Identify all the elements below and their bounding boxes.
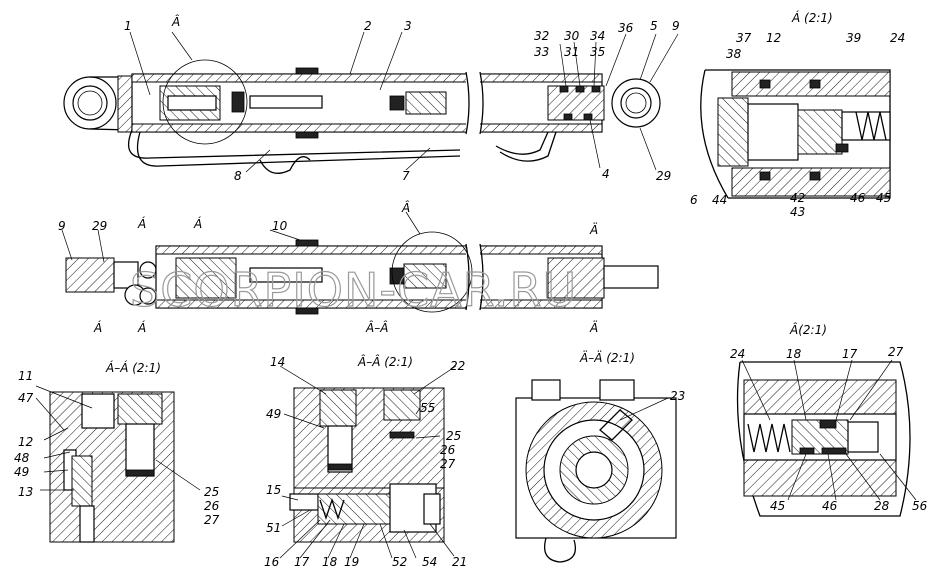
part-label: 27 (888, 345, 904, 359)
part-label: 14 (270, 355, 285, 369)
part-label: 46 (822, 499, 838, 513)
cut-mark-b-detail: Â (401, 200, 410, 215)
part-label: 15 (266, 483, 281, 497)
part-label: 28 (874, 499, 890, 513)
part-label: 21 (452, 555, 467, 569)
cut-mark-b-top: Â (171, 14, 180, 29)
part-label: 39 (846, 31, 861, 45)
part-label: 35 (590, 45, 605, 59)
part-label: 33 (534, 45, 549, 59)
detail-b-view (736, 361, 911, 517)
part-label: 51 (266, 521, 281, 535)
part-label: 12 (766, 31, 781, 45)
part-label: 32 (534, 29, 549, 43)
part-label: 3 (404, 19, 412, 33)
part-label: 54 (422, 555, 437, 569)
main-leader-lines (129, 31, 679, 173)
lower-cylinder-view (65, 231, 659, 315)
section-aa-left-leaders (35, 385, 201, 491)
part-label: 5 (650, 19, 658, 33)
lower-leader-lines (61, 211, 421, 263)
title-detail-b: Â(2:1) (789, 322, 827, 337)
section-aa-mid-view (289, 387, 445, 543)
part-label: 19 (344, 555, 359, 569)
title-section-dd: Ä–Ä (2:1) (579, 350, 635, 365)
part-label: 13 (18, 485, 33, 499)
part-label: 30 (564, 29, 580, 43)
part-label: 38 (726, 47, 742, 61)
main-cylinder-view (63, 59, 661, 174)
section-dd-leaders (619, 397, 669, 421)
part-label: 49 (266, 407, 281, 421)
part-label: 18 (322, 555, 338, 569)
title-section-aa-left: Á–Á (2:1) (105, 360, 161, 375)
part-label: 27 (440, 457, 456, 471)
part-label: 34 (590, 29, 605, 43)
part-label: 29 (92, 219, 107, 233)
cut-mark-d-bottom: Ä (589, 320, 598, 335)
part-label: 31 (564, 45, 579, 59)
part-label: 43 (790, 205, 805, 219)
part-label: 55 (420, 401, 435, 415)
part-label: 17 (294, 555, 310, 569)
part-label: 48 (14, 451, 30, 465)
part-label: 9 (672, 19, 680, 33)
part-label: 49 (14, 465, 29, 479)
detail-b-leaders (741, 359, 917, 501)
part-label: 7 (402, 169, 410, 183)
part-label: 47 (18, 391, 34, 405)
part-label: 25 (446, 429, 461, 443)
detail-a-view (700, 69, 891, 199)
section-aa-left-view (49, 391, 175, 543)
part-label: 29 (656, 169, 671, 183)
part-label: 9 (58, 219, 66, 233)
part-label: 36 (618, 21, 634, 35)
part-label: 52 (392, 555, 407, 569)
part-label: 22 (450, 359, 465, 373)
part-label: 10 (272, 219, 288, 233)
part-label: 23 (670, 389, 685, 403)
part-label: 16 (264, 555, 280, 569)
part-label: 17 (842, 347, 858, 361)
part-label: 27 (204, 513, 220, 527)
part-label: 12 (18, 435, 33, 449)
title-detail-a: Á (2:1) (791, 10, 833, 25)
section-dd-view (515, 379, 677, 563)
part-label: 4 (602, 167, 610, 181)
title-section-aa-mid: Â–Â (2:1) (357, 354, 413, 369)
part-label: 6 (690, 193, 698, 207)
part-label: 24 (890, 31, 905, 45)
view-titles: Á (2:1) Á–Á (2:1) Â–Â (2:1) Ä–Ä (2:1) Â(… (93, 10, 833, 375)
part-label: 26 (204, 499, 220, 513)
cut-mark-a-bottom: Á (137, 320, 146, 335)
part-label: 44 (712, 193, 727, 207)
part-label: 24 (730, 347, 745, 361)
part-label: 46 (850, 191, 866, 205)
part-label: 2 (364, 19, 372, 33)
part-label: 11 (18, 369, 33, 383)
part-label: 37 (736, 31, 752, 45)
cut-mark-a-top: Á (137, 216, 146, 231)
cut-mark-a-left: Á (93, 320, 102, 335)
part-label: 45 (770, 499, 785, 513)
part-label: 1 (124, 19, 132, 33)
part-label: 45 (876, 191, 891, 205)
cut-mark-a-right: Á (193, 216, 202, 231)
part-label: 26 (440, 443, 456, 457)
part-label: 42 (790, 191, 805, 205)
section-label-bb: Â–Â (365, 320, 388, 335)
part-label: 8 (234, 169, 242, 183)
watermark-text: SCORPION-CAR.RU (130, 263, 577, 317)
part-label: 18 (786, 347, 802, 361)
part-numbers: 1 2 3 4 5 7 8 9 29 30 31 32 33 34 35 36 … (14, 19, 928, 569)
part-label: 56 (912, 499, 928, 513)
part-label: 25 (204, 485, 219, 499)
section-aa-mid-leaders (279, 365, 457, 559)
cut-mark-d-top: Ä (589, 222, 598, 237)
